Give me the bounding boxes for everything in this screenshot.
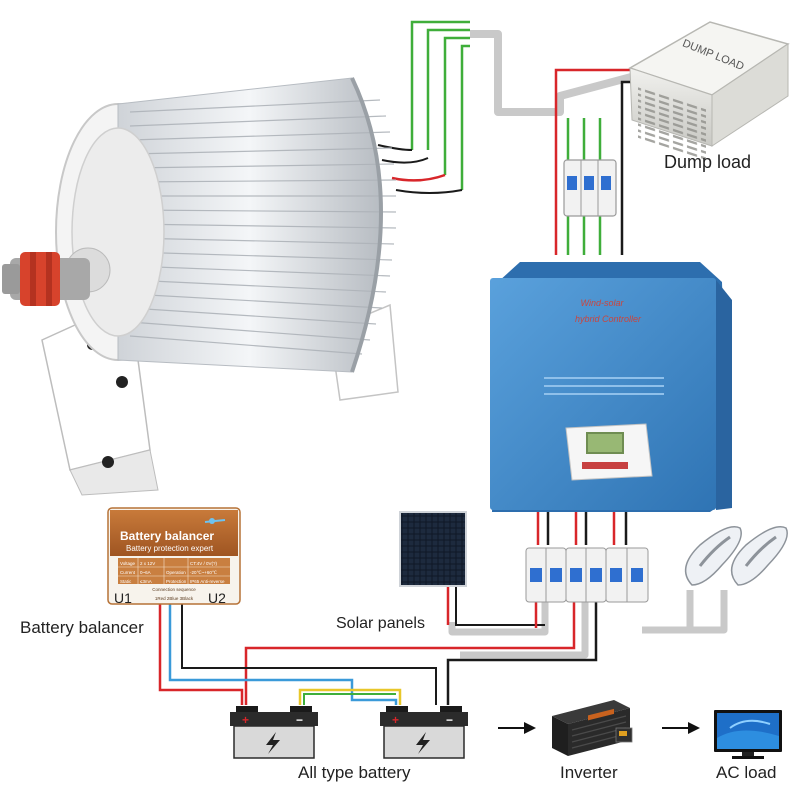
battery-plus: + — [392, 713, 399, 727]
breaker-icon — [525, 547, 567, 603]
breaker-icon — [605, 547, 649, 603]
battery-balancer-device: Battery balancer Battery protection expe… — [107, 507, 241, 606]
hybrid-controller-icon: Wind-solar hybrid Controller — [490, 262, 732, 512]
led-lamp-icon — [684, 526, 742, 586]
breaker-icon — [563, 159, 617, 217]
spec-cell: Protection — [166, 579, 187, 584]
breaker-icon — [565, 547, 607, 603]
solar-panels-label: Solar panels — [336, 615, 425, 632]
balancer-wire-order: 1Red 2Blue 3Black — [155, 596, 194, 601]
battery-plus: + — [242, 713, 249, 727]
battery-icon: + − — [230, 706, 318, 759]
battery-icon: + − — [380, 706, 468, 759]
battery-balancer-label: Battery balancer — [20, 618, 144, 637]
arrow-right-icon — [662, 722, 700, 734]
led-lamp-icon — [730, 526, 788, 586]
spec-cell: IP65 Anti-reverse — [190, 579, 225, 584]
tv-icon — [714, 710, 782, 759]
balancer-title: Battery balancer — [120, 529, 214, 543]
breaker-group — [525, 547, 649, 603]
balancer-connection: Connection sequence — [152, 587, 196, 592]
controller-line-1: Wind-solar — [581, 298, 625, 308]
arrow-right-icon — [498, 722, 536, 734]
balancer-u2: U2 — [208, 590, 226, 606]
wind-generator-icon — [2, 77, 399, 496]
spec-cell: Current — [120, 570, 136, 575]
spec-cell: CT:4V / 0V(?) — [190, 561, 218, 566]
spec-cell: 0~6A — [140, 570, 151, 575]
all-type-battery-label: All type battery — [298, 763, 411, 782]
wiring — [158, 20, 728, 705]
battery-minus: − — [296, 713, 303, 727]
bolt-icon — [266, 732, 280, 754]
inverter-label: Inverter — [560, 763, 618, 782]
spec-cell: 2 x 12V — [140, 561, 155, 566]
spec-cell: ≤3mA — [140, 579, 152, 584]
solar-panel-icon — [399, 511, 467, 587]
balancer-spec-table: Voltage 2 x 12V CT:4V / 0V(?) Current 0~… — [118, 558, 230, 584]
balancer-subtitle: Battery protection expert — [126, 544, 214, 553]
inverter-icon — [552, 700, 633, 756]
balancer-u1: U1 — [114, 590, 132, 606]
spec-cell: -20℃~+60℃ — [190, 570, 217, 575]
spec-cell: Operation — [166, 570, 186, 575]
battery-minus: − — [446, 713, 453, 727]
spec-cell: Voltage — [120, 561, 136, 566]
controller-line-2: hybrid Controller — [575, 314, 642, 324]
bolt-icon — [416, 732, 430, 754]
dump-load-icon: DUMP LOAD — [628, 21, 790, 163]
dump-load-label: Dump load — [664, 152, 751, 172]
ac-load-label: AC load — [716, 763, 776, 782]
spec-cell: Static — [120, 579, 132, 584]
